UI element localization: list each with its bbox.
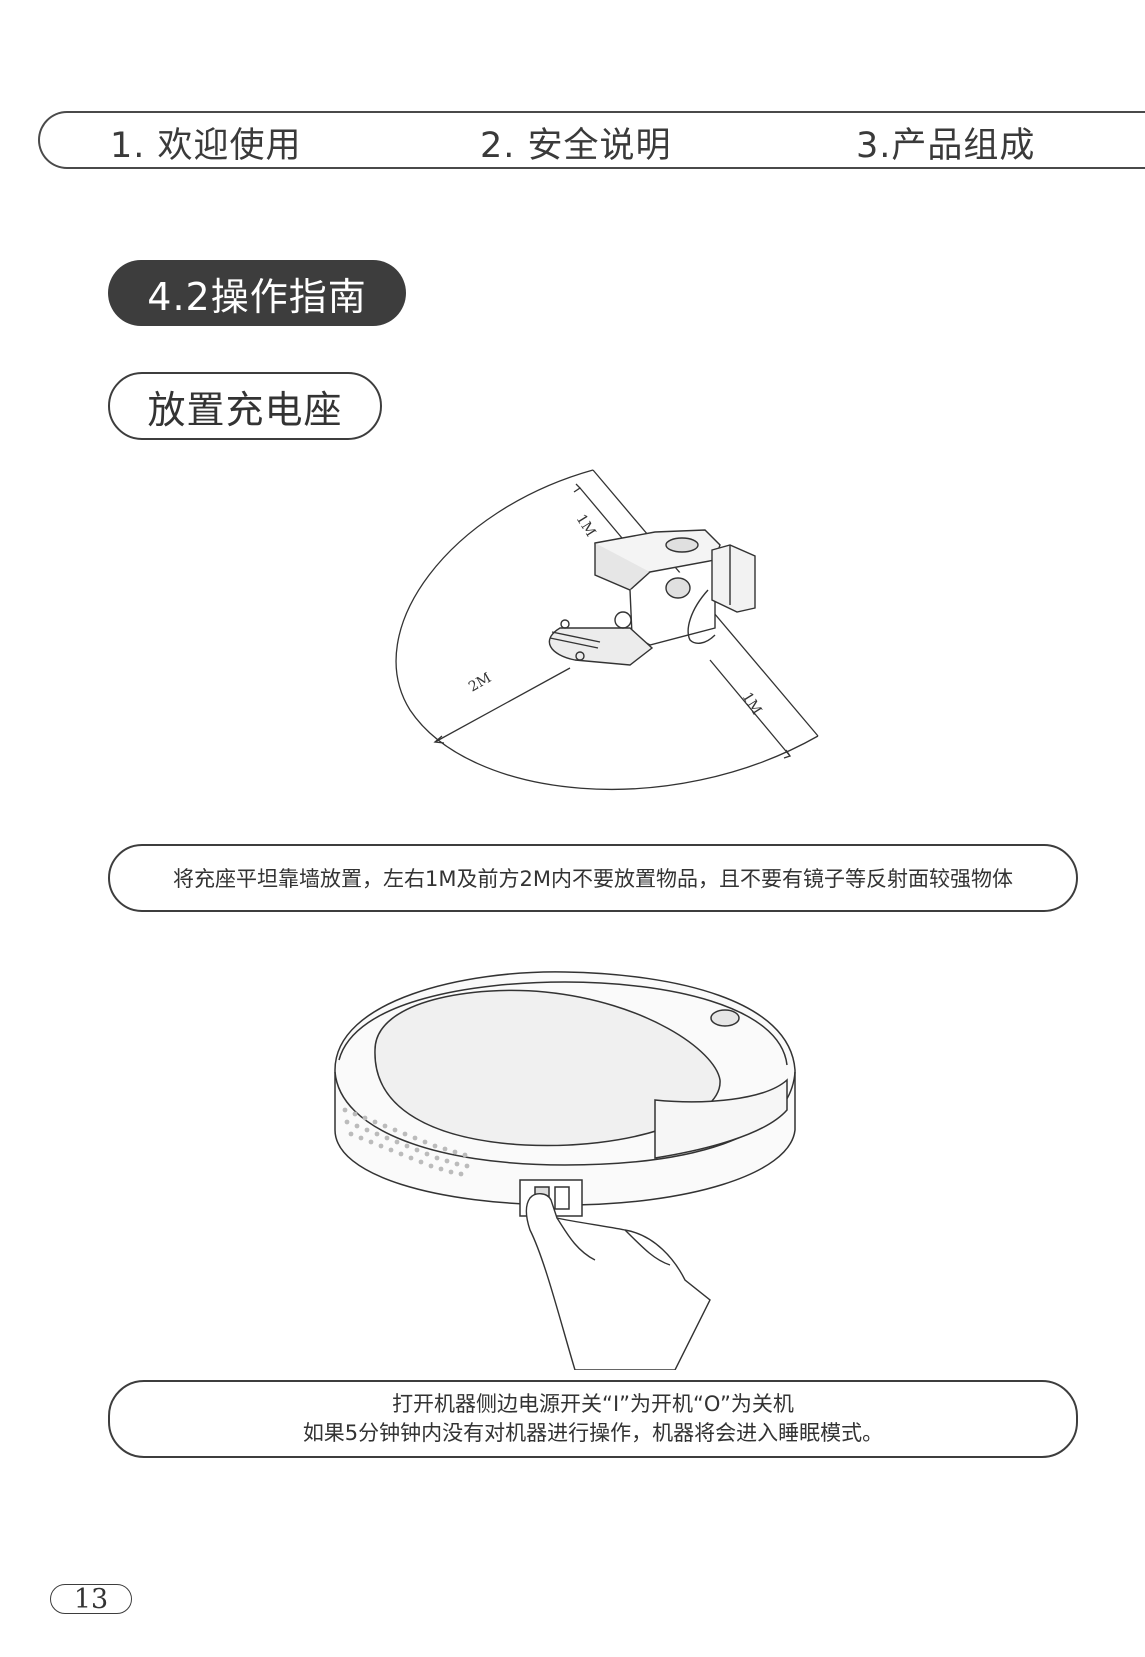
hand-illustration [525,1193,711,1370]
tab-safety[interactable]: 2. 安全说明 [480,126,672,166]
side-vent [342,1107,470,1177]
header-bar [38,111,1145,169]
top-cover [374,989,721,1147]
section-title: 4.2操作指南 [108,260,406,326]
front-distance-label: 2M [466,670,494,695]
tab-welcome[interactable]: 1. 欢迎使用 [110,126,302,166]
placement-caption-box: 将充座平坦靠墙放置，左右1M及前方2M内不要放置物品，且不要有镜子等反射面较强物… [108,844,1078,912]
front-dimension-line [434,667,571,743]
power-caption-line1: 打开机器侧边电源开关“I”为开机“O”为关机 [392,1392,794,1416]
power-caption-line2: 如果5分钟钟内没有对机器进行操作，机器将会进入睡眠模式。 [302,1421,884,1445]
charging-dock [548,529,721,666]
power-cable [687,589,716,644]
power-adapter [687,544,756,644]
side-dimension-line [709,659,791,757]
power-button-top [710,1009,740,1027]
page-number: 13 [50,1584,132,1615]
side-distance-label: 1M [739,690,765,718]
robot-vacuum-illustration [334,971,796,1370]
clearance-arc [395,469,819,790]
placement-caption: 将充座平坦靠墙放置，左右1M及前方2M内不要放置物品，且不要有镜子等反射面较强物… [173,867,1013,891]
power-caption-box: 打开机器侧边电源开关“I”为开机“O”为关机 如果5分钟钟内没有对机器进行操作，… [108,1380,1078,1458]
dock-placement-illustration: 1M 2M 1M [395,469,819,790]
top-distance-label: 1M [573,512,599,540]
top-dimension-line [579,487,623,539]
subsection-title: 放置充电座 [108,372,382,440]
tab-components[interactable]: 3.产品组成 [856,126,1036,166]
